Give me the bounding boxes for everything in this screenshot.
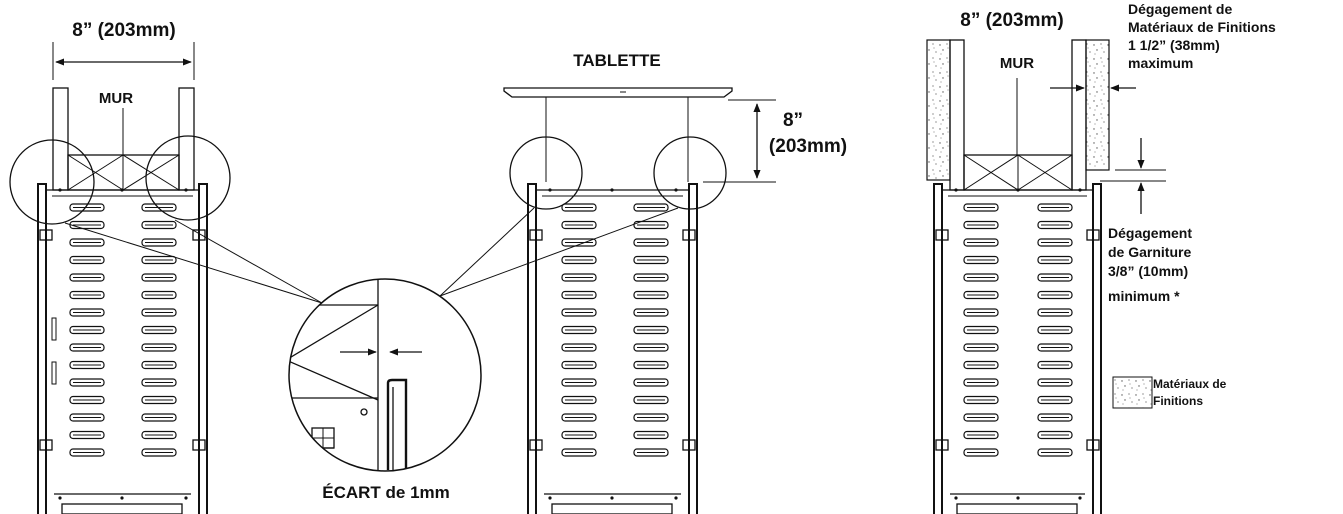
middle-louvres-col-b [633,203,669,457]
right-louvres-col-a [963,203,999,457]
mantel-height-dimension: 8” (203mm) [703,99,847,183]
mantel-label: TABLETTE [573,51,661,70]
gap-zoom-detail: ÉCART de 1mm [288,278,482,502]
trim-clearance-label-4: minimum * [1108,288,1180,304]
finish-material-left [926,39,951,181]
right-wall-label: MUR [1000,55,1034,72]
right-panel: 8” (203mm) MUR [926,1,1276,514]
legend: Matériaux de Finitions [1112,376,1227,409]
trim-clearance-label-2: de Garniture [1108,244,1191,260]
left-width-dimension: 8” (203mm) [52,20,195,80]
left-detail-callouts [9,135,323,304]
middle-louvres-col-a [561,203,597,457]
gap-label: ÉCART de 1mm [322,483,450,502]
finish-clearance-label-2: Matériaux de Finitions [1128,19,1276,35]
finish-clearance-dimension: Dégagement de Matériaux de Finitions 1 1… [1050,1,1276,92]
middle-fireplace [527,183,698,514]
legend-label-1: Matériaux de [1153,377,1227,391]
legend-swatch [1112,376,1153,409]
legend-label-2: Finitions [1153,394,1203,408]
left-width-label: 8” (203mm) [72,20,176,41]
trim-clearance-label-3: 3/8” (10mm) [1108,263,1188,279]
trim-clearance-label-1: Dégagement [1108,225,1192,241]
left-fireplace [37,183,208,514]
left-louvres-col-a [69,203,105,457]
finish-material-right [1085,39,1110,171]
right-wall: MUR [949,39,1087,191]
right-width-label: 8” (203mm) [960,10,1064,31]
finish-clearance-label-3: 1 1/2” (38mm) [1128,37,1220,53]
middle-detail-callouts [439,136,727,297]
middle-panel: TABLETTE 8” (203mm) [439,51,847,514]
right-fireplace [933,183,1102,514]
mantel: TABLETTE [503,51,733,182]
mantel-height-label-2: (203mm) [769,136,847,157]
right-louvres-col-b [1037,203,1073,457]
finish-clearance-label-1: Dégagement de [1128,1,1232,17]
mantel-height-label-1: 8” [783,110,803,131]
finish-clearance-label-4: maximum [1128,55,1193,71]
left-wall-label: MUR [99,90,133,107]
trim-clearance-dimension: Dégagement de Garniture 3/8” (10mm) mini… [1100,138,1192,304]
left-panel: 8” (203mm) MUR [9,20,323,514]
left-louvres-col-b [141,203,177,457]
